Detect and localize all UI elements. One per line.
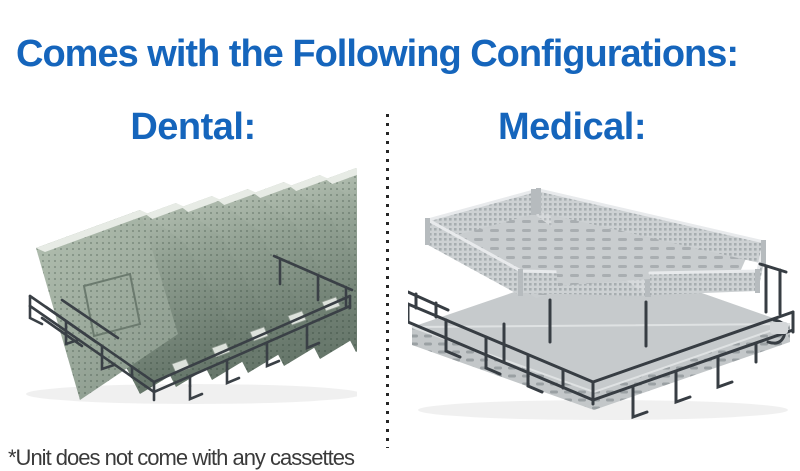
dental-heading: Dental: (130, 106, 256, 148)
dental-wire-rack (28, 254, 354, 402)
dental-cassette-front-face (36, 210, 178, 400)
medical-heading: Medical: (497, 106, 647, 148)
medical-wire-rack (408, 262, 795, 420)
medical-basket-right (536, 188, 766, 295)
dotted-divider-line (386, 114, 389, 448)
medical-basket-rack-illustration (408, 188, 795, 420)
footnote: *Unit does not come with any cassettes (8, 445, 355, 470)
page-title: Comes with the Following Configurations: (16, 33, 739, 76)
dental-cassettes (36, 168, 357, 400)
dental-cassette-rack-illustration (26, 168, 357, 404)
